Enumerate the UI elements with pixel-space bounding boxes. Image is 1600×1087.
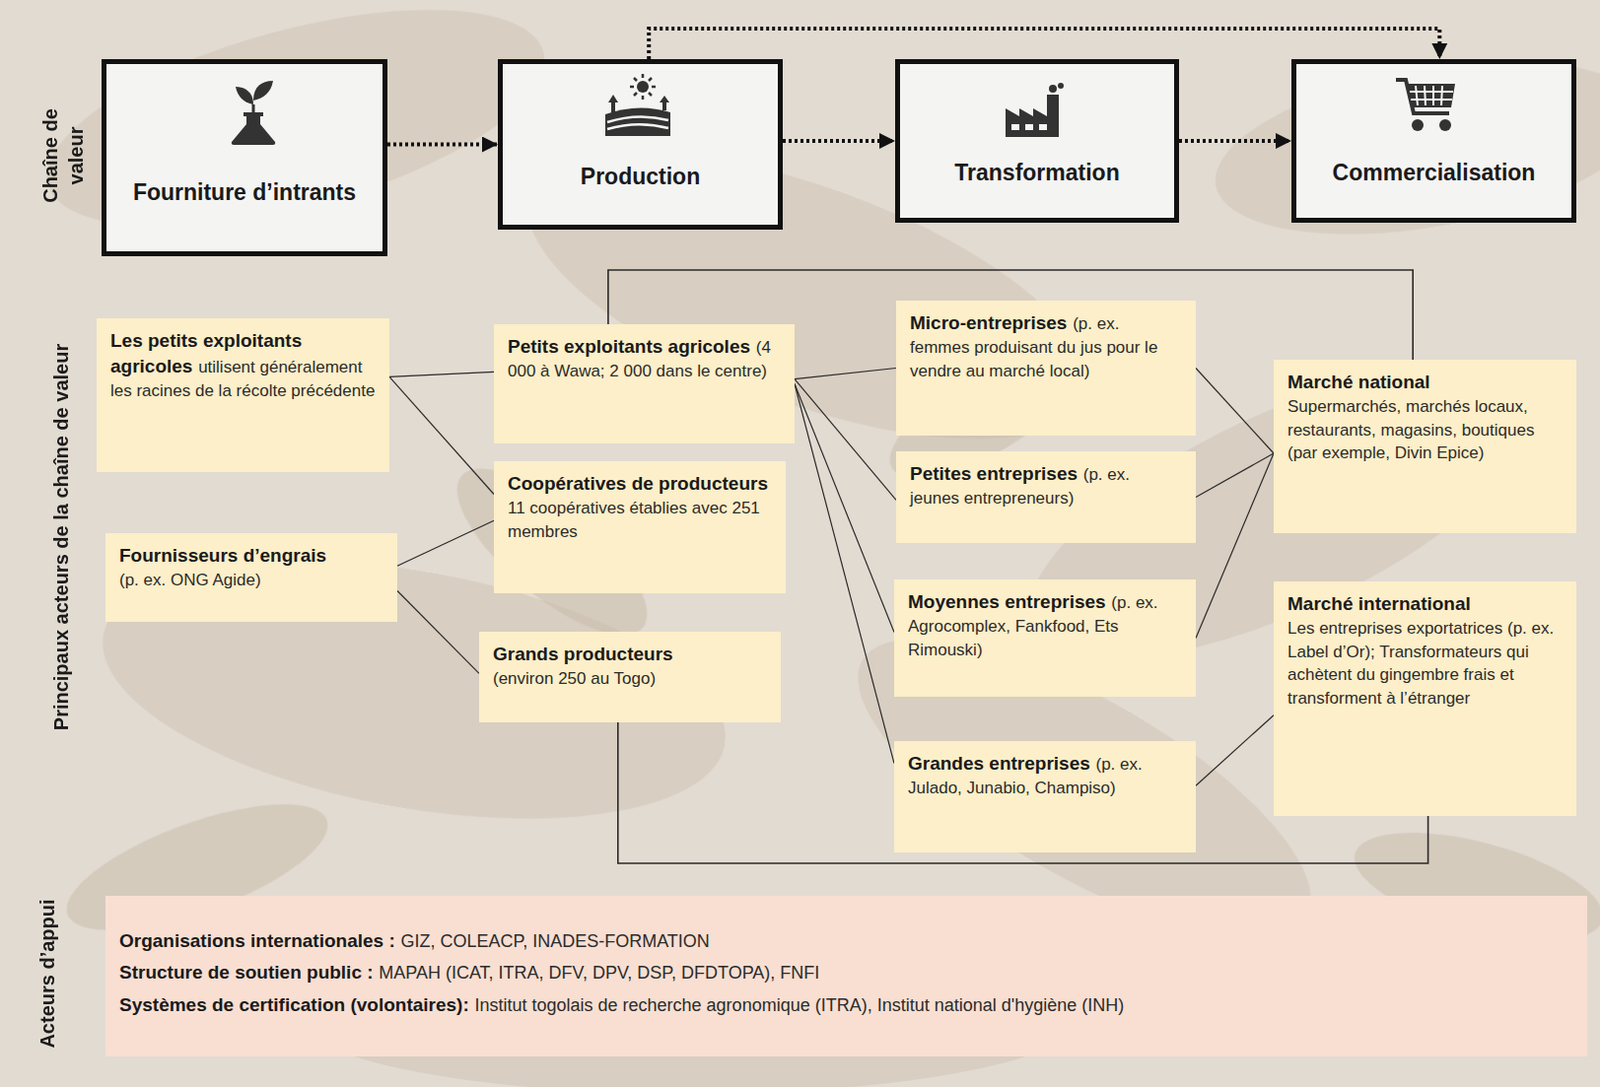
actor-description: Les entreprises exportatrices (p. ex. La… bbox=[1287, 617, 1563, 710]
actor-link bbox=[794, 384, 895, 633]
actor-heading: Marché international bbox=[1287, 591, 1563, 618]
actor-heading: Marché national bbox=[1287, 369, 1563, 396]
support-category: Organisations internationales : bbox=[119, 930, 396, 952]
support-members: Institut togolais de recherche agronomiq… bbox=[474, 995, 1124, 1016]
step-label: Transformation bbox=[907, 154, 1167, 192]
actor-link bbox=[1195, 453, 1274, 639]
market-box: Marché nationalSupermarchés, marchés loc… bbox=[1273, 359, 1577, 534]
actor-link bbox=[397, 520, 494, 566]
actor-box: Grandes entreprises(p. ex. Julado, Junab… bbox=[894, 741, 1196, 853]
actor-link bbox=[389, 376, 494, 494]
flow-arrow bbox=[387, 142, 498, 147]
actor-description: Supermarchés, marchés locaux, restaurant… bbox=[1287, 395, 1563, 465]
support-members: MAPAH (ICAT, ITRA, DFV, DPV, DSP, DFDTOP… bbox=[378, 963, 820, 983]
actor-box: Fournisseurs d’engrais(p. ex. ONG Agide) bbox=[105, 533, 398, 623]
actor-heading: Petits exploitants agricoles bbox=[507, 336, 751, 357]
actor-box: Coopératives de producteurs11 coopérativ… bbox=[493, 461, 786, 594]
row-heading: Principaux acteurs de la chaîne de valeu… bbox=[48, 320, 74, 755]
support-row: Structure de soutien public :MAPAH (ICAT… bbox=[119, 957, 1574, 989]
actor-link bbox=[794, 379, 897, 501]
actor-heading: Fournisseurs d’engrais bbox=[119, 543, 384, 569]
actor-box: Moyennes entreprises(p. ex. Agrocomplex,… bbox=[894, 579, 1196, 697]
actor-link bbox=[389, 371, 494, 377]
actor-description: 11 coopératives établies avec 251 membre… bbox=[507, 496, 772, 544]
value-chain-step: Transformation bbox=[895, 59, 1180, 223]
actor-heading: Grandes entreprises bbox=[907, 753, 1091, 774]
actor-heading: Petites entreprises bbox=[909, 463, 1078, 485]
actor-heading: Moyennes entreprises bbox=[907, 591, 1107, 613]
value-chain-step: Production bbox=[497, 59, 783, 230]
actor-link bbox=[397, 591, 480, 675]
flow-arrow bbox=[1179, 139, 1292, 143]
flow-arrow bbox=[782, 139, 896, 143]
actor-heading: Coopératives de producteurs bbox=[507, 471, 772, 497]
support-row: Systèmes de certification (volontaires):… bbox=[119, 989, 1574, 1022]
actor-box: Les petits exploitants agricolesutilisen… bbox=[96, 318, 390, 473]
actor-link bbox=[1195, 453, 1274, 498]
actor-link bbox=[794, 368, 897, 380]
actor-description: (p. ex. ONG Agide) bbox=[119, 568, 384, 592]
actor-description: (environ 250 au Togo) bbox=[492, 667, 767, 691]
market-box: Marché internationalLes entreprises expo… bbox=[1273, 581, 1577, 817]
step-label: Fourniture d’intrants bbox=[114, 174, 375, 211]
actor-box: Grands producteurs(environ 250 au Togo) bbox=[479, 631, 781, 723]
actor-box: Petits exploitants agricoles(4 000 à Waw… bbox=[493, 324, 795, 444]
row-heading: Acteurs d’appui bbox=[34, 865, 61, 1083]
actor-heading: Grands producteurs bbox=[492, 641, 767, 668]
step-label: Commercialisation bbox=[1304, 154, 1564, 192]
flow-arrow bbox=[648, 28, 1440, 60]
actor-box: Petites entreprises(p. ex. jeunes entrep… bbox=[896, 451, 1196, 544]
actor-link bbox=[794, 384, 895, 765]
support-row: Organisations internationales :GIZ, COLE… bbox=[119, 925, 1574, 958]
row-heading: Chaîne de valeur bbox=[37, 91, 89, 220]
actor-link bbox=[1195, 368, 1274, 455]
actor-heading: Micro-entreprises bbox=[909, 312, 1067, 334]
value-chain-step: Commercialisation bbox=[1291, 59, 1577, 223]
support-members: GIZ, COLEACP, INADES-FORMATION bbox=[400, 931, 709, 952]
value-chain-step: Fourniture d’intrants bbox=[101, 59, 388, 257]
actor-box: Micro-entreprises(p. ex. femmes produisa… bbox=[896, 300, 1196, 436]
support-category: Structure de soutien public : bbox=[119, 962, 374, 983]
step-label: Production bbox=[510, 158, 770, 196]
support-panel: Organisations internationales :GIZ, COLE… bbox=[105, 896, 1588, 1057]
actor-link bbox=[1195, 715, 1274, 787]
support-category: Systèmes de certification (volontaires): bbox=[119, 994, 470, 1016]
